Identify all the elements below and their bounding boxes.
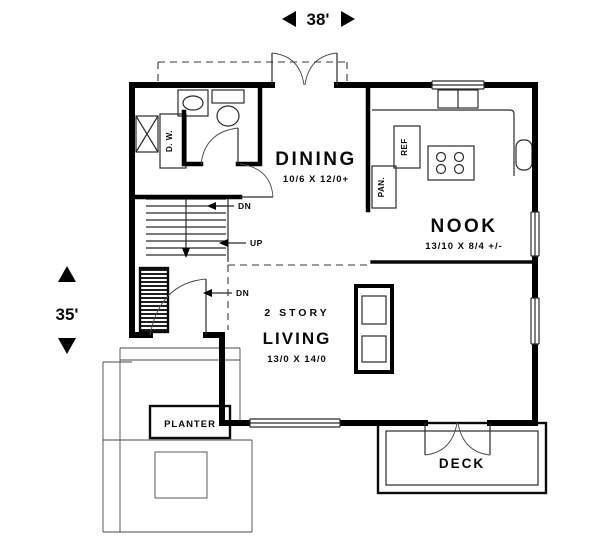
french-door-dining (271, 52, 338, 86)
window-family-right (530, 297, 540, 345)
window-nook-right (530, 211, 540, 257)
door-swing-arc (200, 127, 239, 165)
cooktop-island (427, 145, 475, 181)
refrigerator-label: REF (400, 138, 409, 156)
corner-sink-icon (515, 139, 533, 171)
fireplace-chase (354, 284, 394, 374)
balcony-dashed-outline (227, 264, 370, 330)
deck-inner-rail (385, 430, 539, 486)
door-leaf (271, 53, 338, 85)
room-label-planter: PLANTER (164, 419, 216, 430)
staircase-lower (138, 266, 170, 334)
deck-outer-rail (376, 421, 548, 495)
lower-stair-treads (141, 269, 167, 331)
wall-bottom-left (219, 332, 253, 426)
fireplace (354, 284, 394, 374)
bathroom-door (200, 127, 239, 165)
dn-upper-arrowhead (207, 202, 216, 210)
stair-dn-entry-label: DN (236, 288, 249, 298)
pantry-label: PAN. (377, 177, 386, 198)
washer-x-mark (135, 115, 159, 153)
washer-dryer-label: D. W. (165, 130, 174, 152)
room-size-dining: 10/6 X 12/0+ (283, 174, 349, 185)
bathroom-fixtures (177, 89, 245, 127)
bathroom-walls (235, 82, 263, 167)
room-size-living: 13/0 X 14/0 (267, 354, 327, 365)
kitchen-counter (372, 109, 515, 176)
interior-walls (129, 82, 537, 264)
door-swing-arc (424, 422, 491, 456)
burner-icon (435, 151, 447, 163)
height-dimension-label: 35' (56, 305, 79, 324)
window-lines (249, 418, 341, 428)
wall-left-lower (129, 194, 153, 338)
arrow-left-icon (282, 11, 296, 27)
door-swing-arc (271, 52, 338, 86)
annotations: DN UP DN PAN. REF D. W. (165, 130, 409, 298)
leader-arrows (203, 202, 246, 297)
laundry-area (135, 113, 187, 169)
room-size-nook: 13/10 X 8/4 +/- (425, 241, 503, 252)
burner-icon (453, 151, 465, 163)
exterior-walls (129, 82, 538, 426)
dn-entry-arrowhead (203, 289, 212, 297)
dimension-height: 35' (56, 266, 79, 354)
fireplace-firebox (361, 295, 387, 325)
room-labels: DINING 10/6 X 12/0+ NOOK 13/10 X 8/4 +/-… (164, 149, 503, 471)
arrow-up-icon (58, 266, 76, 282)
french-door-deck (424, 422, 491, 456)
window-kitchen-top (431, 80, 485, 90)
room-label-nook: NOOK (431, 216, 498, 237)
deck-structure (376, 421, 548, 495)
burner-icon (453, 163, 465, 175)
dimension-width: 38' (282, 10, 355, 29)
lower-stair-outline (138, 266, 170, 334)
stair-direction-arrow (182, 248, 190, 258)
toilet-bowl-icon (216, 105, 240, 127)
kitchen-fixtures (371, 89, 533, 209)
wall-top-left (129, 82, 275, 200)
bath-sink-icon (182, 95, 204, 111)
driveway-inner-pad (154, 451, 208, 499)
arrow-down-icon (58, 338, 76, 354)
washer-box (135, 115, 159, 153)
door-leaf (424, 423, 491, 455)
windows (249, 80, 540, 428)
window-lines (530, 211, 540, 257)
fireplace-lower-box (361, 335, 387, 363)
living-story-note: 2 STORY (264, 307, 329, 319)
door-swing-arc (239, 163, 274, 198)
arrow-right-icon (341, 11, 355, 27)
porch-dashed-outline (157, 61, 348, 82)
door-swing-arc (149, 278, 207, 336)
burner-icon (435, 163, 447, 175)
laundry-divider-wall (181, 109, 204, 167)
room-label-living: LIVING (263, 329, 332, 348)
window-lines (530, 297, 540, 345)
room-label-deck: DECK (439, 456, 485, 471)
window-lines (431, 80, 485, 90)
room-label-dining: DINING (275, 149, 357, 170)
window-living-bottom (249, 418, 341, 428)
up-arrowhead (219, 239, 228, 247)
hall-dining-door (239, 163, 274, 198)
stair-up-label: UP (250, 238, 263, 248)
width-dimension-label: 38' (307, 10, 330, 29)
driveway-lines (102, 347, 253, 533)
refrigerator-box (393, 125, 421, 169)
stair-dn-upper-label: DN (238, 201, 251, 211)
entry-door (149, 278, 207, 336)
bath-vanity (177, 89, 209, 117)
toilet-tank-icon (211, 89, 245, 104)
pantry-box (371, 165, 397, 209)
driveway-walk-lines (102, 347, 253, 533)
doors (149, 52, 491, 456)
